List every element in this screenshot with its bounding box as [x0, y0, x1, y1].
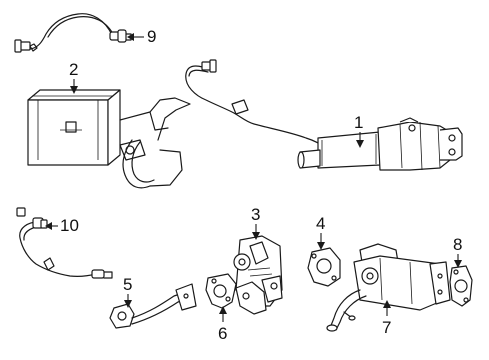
callout-10: 10 — [45, 216, 79, 235]
callout-2: 2 — [69, 60, 78, 94]
callout-label-10: 10 — [60, 216, 79, 235]
callout-label-8: 8 — [453, 235, 462, 254]
egr-bypass-valve — [326, 243, 451, 332]
callout-label-6: 6 — [218, 324, 227, 343]
callout-9: 9 — [127, 27, 156, 46]
callout-1: 1 — [354, 113, 364, 148]
callout-3: 3 — [251, 205, 260, 240]
callout-6: 6 — [218, 306, 227, 343]
egr-valve — [233, 235, 283, 315]
callout-label-4: 4 — [316, 214, 325, 233]
callout-label-7: 7 — [382, 318, 391, 337]
charcoal-canister — [27, 89, 191, 189]
callout-label-3: 3 — [251, 205, 260, 224]
oxygen-sensor-lower — [16, 207, 113, 279]
gasket-medium — [307, 247, 341, 287]
callout-7: 7 — [382, 300, 391, 337]
callout-5: 5 — [123, 275, 132, 308]
callout-label-5: 5 — [123, 275, 132, 294]
oxygen-sensor-upper — [14, 13, 132, 53]
callout-label-2: 2 — [69, 60, 78, 79]
callout-label-9: 9 — [147, 27, 156, 46]
callout-label-1: 1 — [354, 113, 363, 132]
egr-cooler — [185, 59, 463, 171]
gasket-small — [205, 273, 237, 309]
callout-4: 4 — [316, 214, 325, 250]
gasket-right — [449, 265, 473, 307]
callout-8: 8 — [453, 235, 462, 268]
